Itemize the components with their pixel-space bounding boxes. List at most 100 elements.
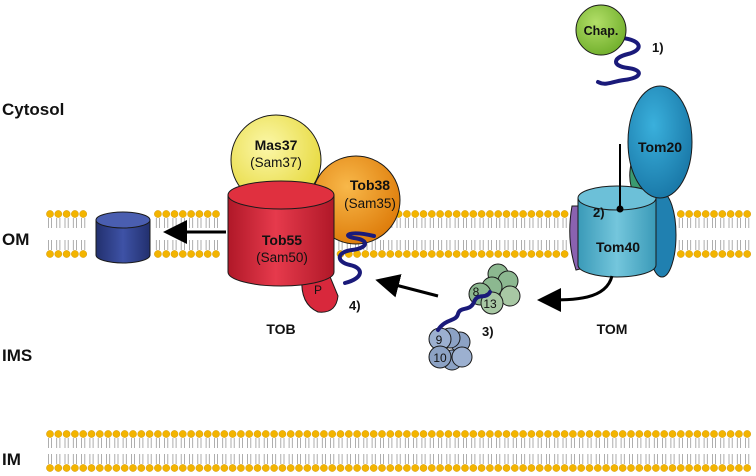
lipid-head-icon xyxy=(635,464,644,472)
lipid-tail-icon xyxy=(662,438,667,448)
lipid-tail-icon xyxy=(413,218,418,228)
lipid-head-icon xyxy=(560,250,569,258)
lipid-tail-icon xyxy=(263,454,268,464)
mas37-label: Mas37 xyxy=(255,137,298,153)
lipid-tail-icon xyxy=(172,218,177,228)
lipid-tail-icon xyxy=(396,240,401,250)
lipid-tail-icon xyxy=(712,438,716,448)
lipid-head-icon xyxy=(203,210,212,218)
lipid-tail-icon xyxy=(720,438,725,448)
lipid-head-icon xyxy=(245,464,253,472)
lipid-head-icon xyxy=(361,250,370,258)
lipid-head-icon xyxy=(560,430,569,438)
lipid-head-icon xyxy=(527,430,536,438)
lipid-tail-icon xyxy=(72,454,77,464)
lipid-tail-icon xyxy=(653,454,658,464)
lipid-head-icon xyxy=(178,210,187,218)
lipid-tail-icon xyxy=(512,218,517,228)
lipid-tail-icon xyxy=(521,438,526,448)
lipid-head-icon xyxy=(394,464,403,472)
lipid-tail-icon xyxy=(288,438,293,448)
lipid-tail-icon xyxy=(222,438,227,448)
lipid-head-icon xyxy=(245,430,253,438)
lipid-tail-icon xyxy=(529,240,534,250)
tom20-receptor-icon xyxy=(627,85,693,199)
lipid-head-icon xyxy=(303,430,312,438)
lipid-tail-icon xyxy=(562,454,567,464)
lipid-head-icon xyxy=(743,250,752,258)
chaperone-icon xyxy=(575,4,627,56)
lipid-tail-icon xyxy=(479,454,484,464)
lipid-head-icon xyxy=(461,464,469,472)
lipid-tail-icon xyxy=(745,240,750,250)
lipid-head-icon xyxy=(427,250,436,258)
lipid-head-icon xyxy=(120,430,129,438)
lipid-tail-icon xyxy=(164,240,169,250)
lipid-head-icon xyxy=(693,250,702,258)
lipid-head-icon xyxy=(510,464,519,472)
lipid-tail-icon xyxy=(164,454,169,464)
lipid-head-icon xyxy=(610,430,619,438)
lipid-head-icon xyxy=(162,430,170,438)
lipid-tail-icon xyxy=(429,454,434,464)
lipid-head-icon xyxy=(602,464,610,472)
lipid-head-icon xyxy=(62,464,71,472)
lipid-head-icon xyxy=(54,210,63,218)
lipid-tail-icon xyxy=(487,454,492,464)
lipid-tail-icon xyxy=(139,454,144,464)
cytosol-label: Cytosol xyxy=(2,100,64,119)
lipid-head-icon xyxy=(577,430,586,438)
inner-membrane xyxy=(46,430,752,472)
lipid-head-icon xyxy=(228,464,237,472)
lipid-head-icon xyxy=(46,250,54,258)
tom-complex: Tom40 Tom20 2) xyxy=(569,85,693,278)
lipid-head-icon xyxy=(602,430,610,438)
lipid-head-icon xyxy=(62,210,71,218)
lipid-tail-icon xyxy=(720,240,725,250)
lipid-tail-icon xyxy=(404,454,409,464)
lipid-tail-icon xyxy=(629,454,633,464)
lipid-head-icon xyxy=(519,464,527,472)
lipid-tail-icon xyxy=(463,438,467,448)
lipid-tail-icon xyxy=(687,454,692,464)
lipid-head-icon xyxy=(386,464,395,472)
lipid-tail-icon xyxy=(172,240,177,250)
lipid-tail-icon xyxy=(546,240,550,250)
lipid-head-icon xyxy=(469,430,478,438)
lipid-head-icon xyxy=(552,430,561,438)
lipid-tail-icon xyxy=(429,438,434,448)
lipid-tail-icon xyxy=(463,218,467,228)
lipid-head-icon xyxy=(261,464,270,472)
lipid-tail-icon xyxy=(529,438,534,448)
lipid-tail-icon xyxy=(579,438,584,448)
lipid-head-icon xyxy=(535,464,544,472)
lipid-head-icon xyxy=(195,430,204,438)
lipid-tail-icon xyxy=(546,438,550,448)
lipid-tail-icon xyxy=(404,240,409,250)
lipid-head-icon xyxy=(353,430,361,438)
lipid-head-icon xyxy=(62,250,71,258)
lipid-tail-icon xyxy=(180,454,185,464)
lipid-head-icon xyxy=(286,430,295,438)
lipid-head-icon xyxy=(87,464,96,472)
lipid-head-icon xyxy=(660,464,669,472)
lipid-head-icon xyxy=(685,464,693,472)
lipid-tail-icon xyxy=(147,454,152,464)
lipid-tail-icon xyxy=(496,218,501,228)
lipid-tail-icon xyxy=(728,240,733,250)
lipid-tail-icon xyxy=(280,454,285,464)
lipid-head-icon xyxy=(295,430,303,438)
lipid-tail-icon xyxy=(595,454,600,464)
lipid-tail-icon xyxy=(81,454,86,464)
lipid-head-icon xyxy=(710,250,718,258)
lipid-head-icon xyxy=(726,430,735,438)
lipid-tail-icon xyxy=(546,454,550,464)
lipid-tail-icon xyxy=(396,454,401,464)
tim10-label: 10 xyxy=(433,351,447,365)
lipid-head-icon xyxy=(212,250,220,258)
lipid-tail-icon xyxy=(56,454,61,464)
lipid-tail-icon xyxy=(546,218,550,228)
small-tim-8-13-complex xyxy=(468,263,521,315)
lipid-head-icon xyxy=(378,464,386,472)
tob55-barrel-icon xyxy=(227,180,335,287)
